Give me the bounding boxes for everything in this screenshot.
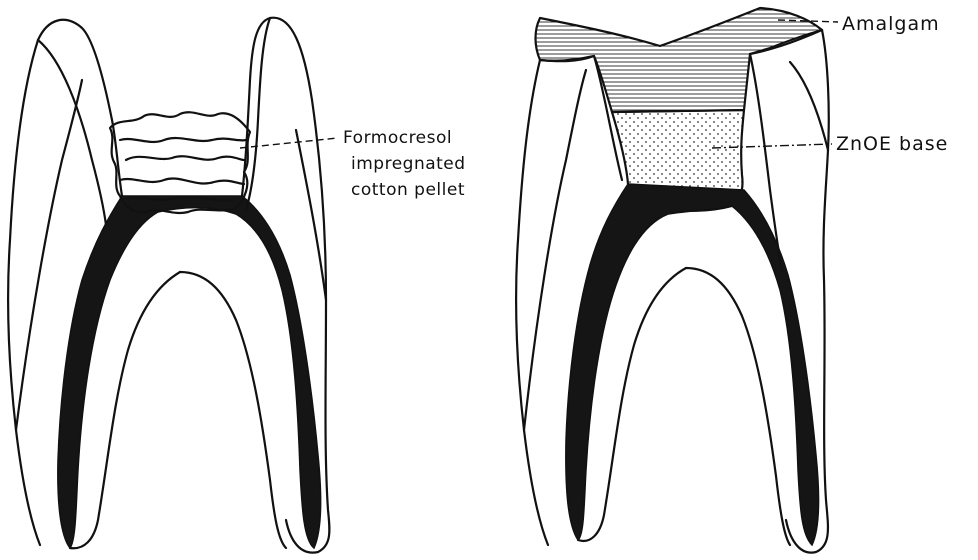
amalgam-label: Amalgam <box>842 13 940 35</box>
left-pulp-canals <box>58 196 321 548</box>
right-pulp-canals <box>566 184 819 545</box>
right-dentin-line-right <box>790 62 828 150</box>
formocresol-label-line1: Formocresol <box>343 128 452 148</box>
right-inner-root-right <box>686 268 790 545</box>
formocresol-label-line3: cotton pellet <box>351 180 465 200</box>
right-tooth <box>516 8 829 553</box>
left-dentin-line-right <box>296 130 326 300</box>
left-tooth <box>8 18 329 553</box>
formocresol-leader-line <box>240 138 338 148</box>
left-inner-root-right <box>180 272 286 548</box>
zoe-label: ZnOE base <box>836 133 948 155</box>
formocresol-label-line2: impregnated <box>351 154 466 174</box>
